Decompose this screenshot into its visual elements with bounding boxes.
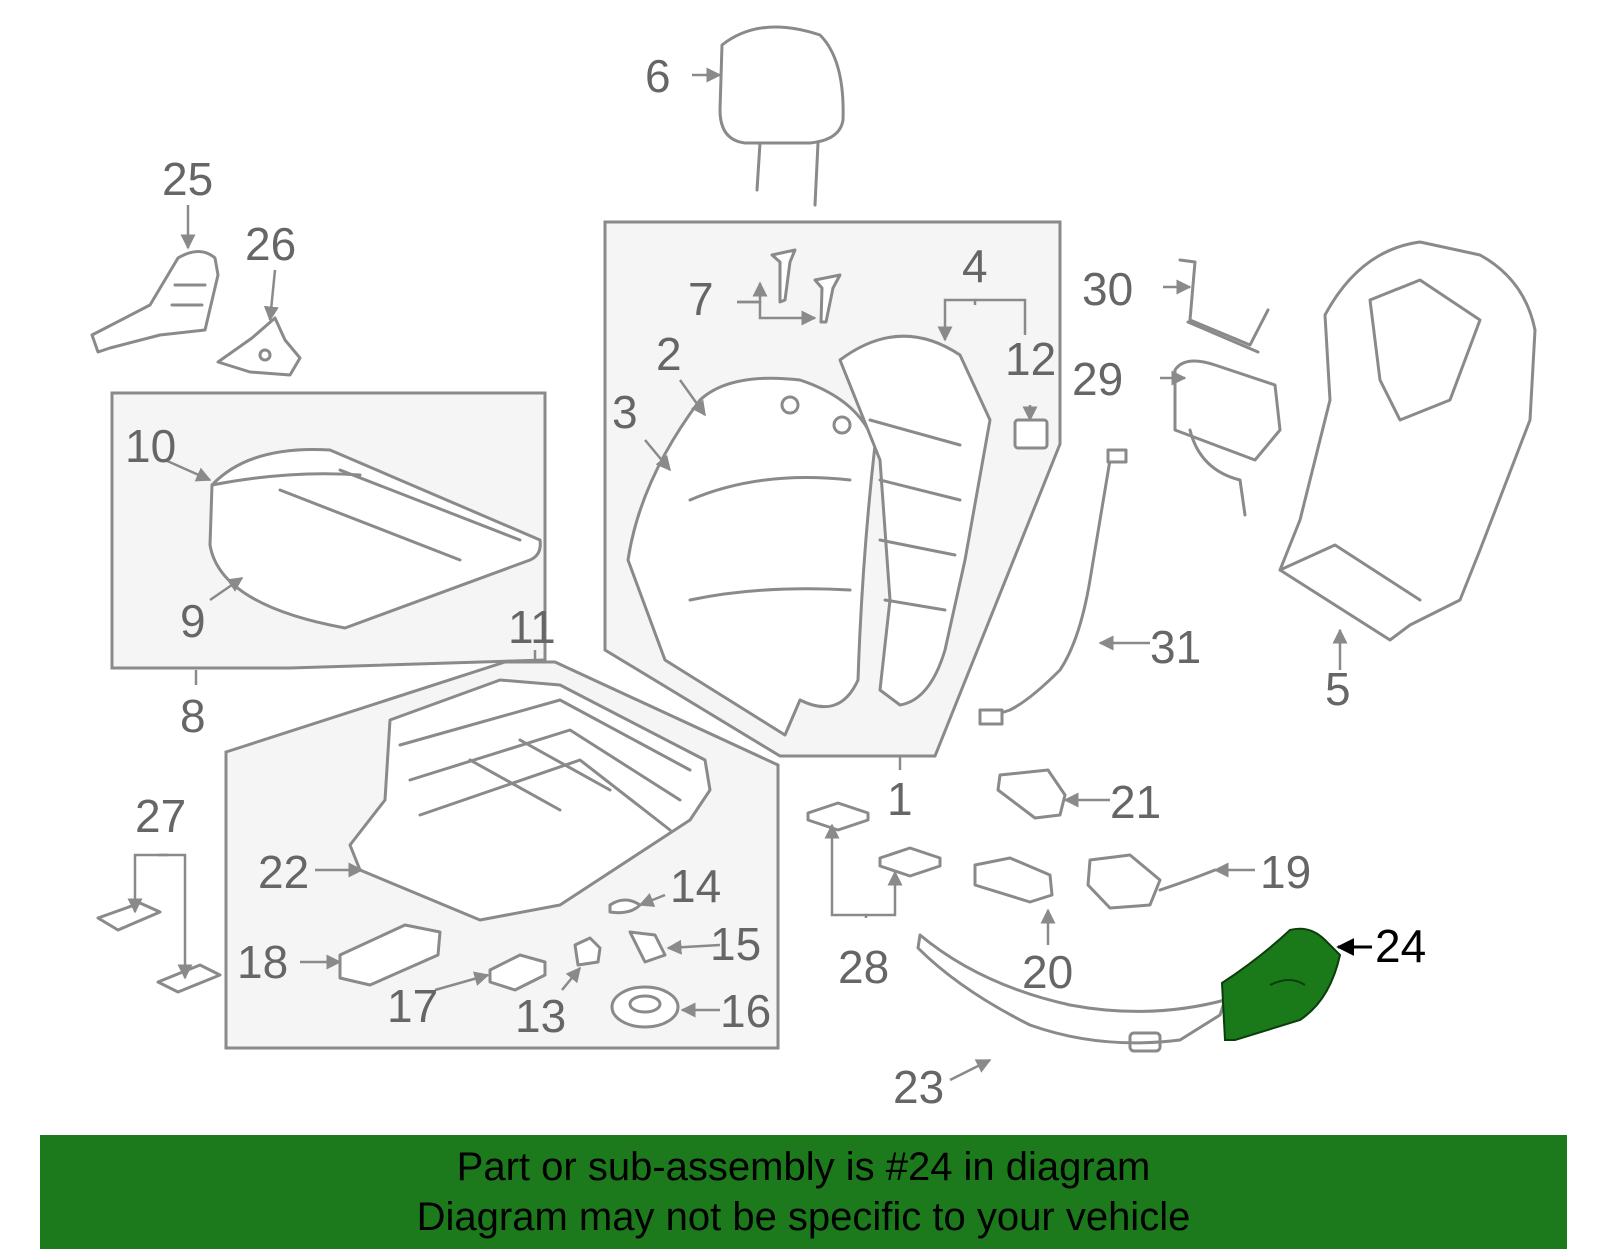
callout-6: 6 bbox=[645, 50, 671, 102]
seatback-cushion-part[interactable] bbox=[626, 376, 877, 737]
headrest-part[interactable] bbox=[718, 25, 845, 207]
seat-ecu-part[interactable] bbox=[338, 923, 442, 987]
clip-small-part[interactable] bbox=[628, 930, 667, 964]
callout-26: 26 bbox=[245, 218, 296, 270]
callout-16: 16 bbox=[720, 985, 771, 1037]
callout-7: 7 bbox=[688, 273, 714, 325]
motor-clip-part[interactable] bbox=[573, 936, 602, 967]
callout-27: 27 bbox=[135, 790, 186, 842]
callout-22: 22 bbox=[258, 846, 309, 898]
seatback-panel-part[interactable] bbox=[1278, 240, 1537, 642]
wiring-harness-part[interactable] bbox=[978, 448, 1128, 726]
callout-4: 4 bbox=[962, 240, 988, 292]
seatback-frame-part[interactable] bbox=[838, 334, 992, 707]
clip-part[interactable] bbox=[770, 248, 842, 324]
callout-29: 29 bbox=[1072, 353, 1123, 405]
callout-3: 3 bbox=[612, 386, 638, 438]
track-cover-part-b[interactable] bbox=[156, 963, 222, 994]
side-trim-bracket-part[interactable] bbox=[90, 250, 220, 354]
callout-31: 31 bbox=[1150, 621, 1201, 673]
callout-13: 13 bbox=[515, 990, 566, 1042]
callout-10: 10 bbox=[125, 420, 176, 472]
callout-11: 11 bbox=[508, 601, 556, 653]
connector-part[interactable] bbox=[488, 953, 547, 992]
switch-unit-part[interactable] bbox=[996, 768, 1067, 820]
callout-21: 21 bbox=[1110, 776, 1161, 828]
lumbar-switch-part[interactable] bbox=[1013, 418, 1049, 450]
info-banner: Part or sub-assembly is #24 in diagram D… bbox=[40, 1135, 1567, 1249]
motor-part[interactable] bbox=[973, 856, 1054, 904]
seat-track-assembly-part[interactable] bbox=[348, 678, 712, 922]
control-module-part[interactable] bbox=[1173, 359, 1282, 517]
trim-bracket-part[interactable] bbox=[1178, 258, 1270, 354]
callout-8: 8 bbox=[180, 690, 206, 742]
callout-1: 1 bbox=[887, 773, 913, 825]
callout-15: 15 bbox=[710, 918, 761, 970]
track-end-cap-part-a[interactable] bbox=[806, 801, 870, 832]
callout-2: 2 bbox=[656, 328, 682, 380]
callout-25: 25 bbox=[162, 153, 213, 205]
callout-23: 23 bbox=[893, 1061, 944, 1113]
banner-line-disclaimer: Diagram may not be specific to your vehi… bbox=[416, 1195, 1191, 1239]
banner-line-part-number: Part or sub-assembly is #24 in diagram bbox=[456, 1145, 1151, 1189]
callout-18: 18 bbox=[237, 936, 288, 988]
hinge-bracket-part[interactable] bbox=[216, 316, 302, 377]
callout-14: 14 bbox=[670, 860, 721, 912]
callout-12: 12 bbox=[1005, 333, 1056, 385]
motor-harness-part[interactable] bbox=[1086, 853, 1217, 910]
callout-20: 20 bbox=[1022, 946, 1073, 998]
leader-lines bbox=[127, 67, 1372, 1082]
track-cover-part-a[interactable] bbox=[96, 901, 162, 932]
callout-19: 19 bbox=[1260, 846, 1311, 898]
cover-disc-part[interactable] bbox=[610, 985, 680, 1029]
callout-28: 28 bbox=[838, 941, 889, 993]
callout-24: 24 bbox=[1375, 920, 1426, 972]
side-cover-part-highlighted[interactable] bbox=[1220, 927, 1342, 1041]
track-end-cap-part-b[interactable] bbox=[878, 846, 942, 878]
callout-17: 17 bbox=[387, 980, 438, 1032]
callout-9: 9 bbox=[180, 595, 206, 647]
callout-30: 30 bbox=[1082, 263, 1133, 315]
callout-5: 5 bbox=[1325, 663, 1351, 715]
